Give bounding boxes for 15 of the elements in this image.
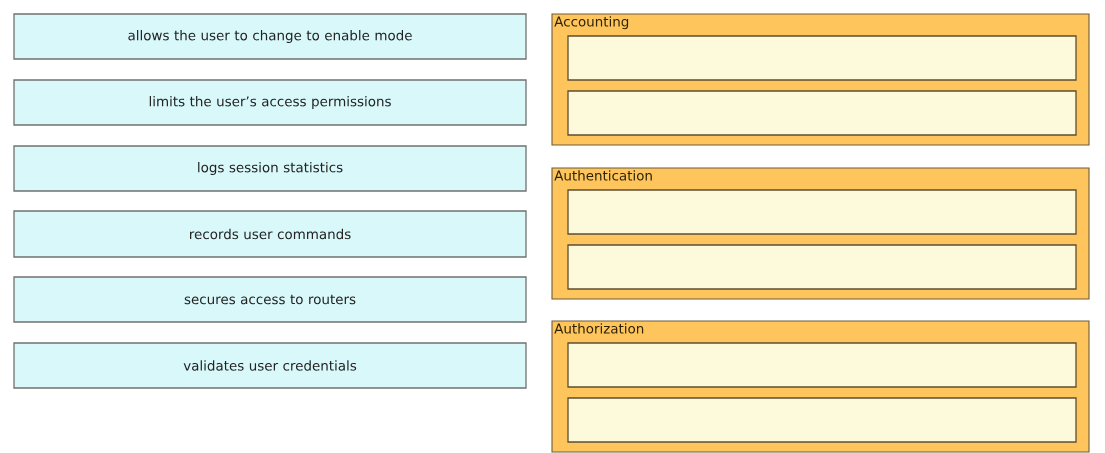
answer-card: allows the user to change to enable mode — [13, 13, 527, 60]
answer-box — [567, 342, 1077, 388]
answer-box — [567, 189, 1077, 235]
panel-heading: Accounting — [554, 16, 629, 30]
answer-card: records user commands — [13, 210, 527, 258]
answer-card: secures access to routers — [13, 276, 527, 323]
answer-box — [567, 35, 1077, 81]
answer-card: logs session statistics — [13, 145, 527, 192]
answer-box — [567, 244, 1077, 290]
answer-card: limits the user’s access permissions — [13, 79, 527, 126]
answer-box — [567, 397, 1077, 443]
answer-box — [567, 90, 1077, 136]
answer-card: validates user credentials — [13, 342, 527, 389]
panel-heading: Authentication — [554, 170, 652, 181]
panel-heading: Authorization — [554, 323, 644, 334]
